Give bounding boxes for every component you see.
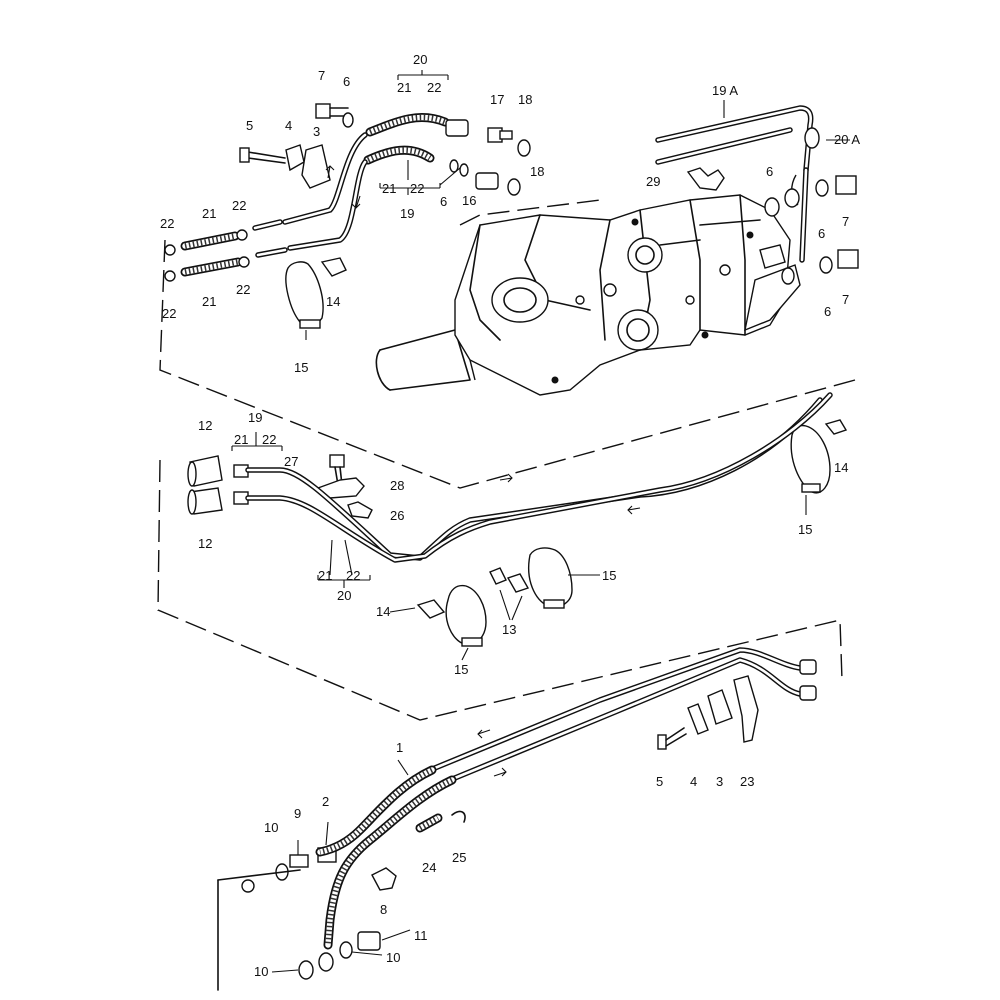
callout-6-top: 6 — [343, 74, 350, 89]
callout-21-left-a: 21 — [202, 206, 216, 221]
pipes-top-left — [164, 112, 469, 282]
callout-6-right-b: 6 — [818, 226, 825, 241]
callout-21-mid: 21 — [382, 181, 396, 196]
callout-20-bottom: 20 — [337, 588, 351, 603]
callout-19-lower: 19 — [248, 410, 262, 425]
oil-cooler-outline — [217, 869, 301, 991]
callout-19-mid: 19 — [400, 206, 414, 221]
callout-6-mid: 6 — [440, 194, 447, 209]
leader-lines — [231, 70, 850, 973]
callout-4-top: 4 — [285, 118, 292, 133]
callout-22-lower: 22 — [262, 432, 276, 447]
callout-22-left-c: 22 — [236, 282, 250, 297]
callout-27: 27 — [284, 454, 298, 469]
callout-7-right-a: 7 — [842, 214, 849, 229]
callout-18-top: 18 — [518, 92, 532, 107]
callout-22-mid: 22 — [410, 181, 424, 196]
callout-28: 28 — [390, 478, 404, 493]
callout-3-bottom: 3 — [716, 774, 723, 789]
callout-7-right-b: 7 — [842, 292, 849, 307]
callout-21-bottom: 21 — [318, 568, 332, 583]
callout-14-center: 14 — [376, 604, 390, 619]
callout-24: 24 — [422, 860, 436, 875]
callout-22-top: 22 — [427, 80, 441, 95]
callout-6-right-a: 6 — [766, 164, 773, 179]
callout-1: 1 — [396, 740, 403, 755]
routing-dashed-lines — [157, 199, 856, 721]
callout-20a: 20 A — [834, 132, 860, 147]
callout-22-left-a: 22 — [160, 216, 174, 231]
long-pipes — [245, 392, 833, 950]
callout-15-top: 15 — [294, 360, 308, 375]
callout-16: 16 — [462, 193, 476, 208]
callout-15-center: 15 — [602, 568, 616, 583]
callout-18-mid: 18 — [530, 164, 544, 179]
callout-12-bottom: 12 — [198, 536, 212, 551]
callout-29: 29 — [646, 174, 660, 189]
callout-10-mid: 10 — [386, 950, 400, 965]
callout-3-top: 3 — [313, 124, 320, 139]
callout-19a: 19 A — [712, 83, 738, 98]
callout-22-left-d: 22 — [162, 306, 176, 321]
callout-22-bottom: 22 — [346, 568, 360, 583]
callout-26: 26 — [390, 508, 404, 523]
callout-15-right: 15 — [798, 522, 812, 537]
callout-2: 2 — [322, 794, 329, 809]
callout-25: 25 — [452, 850, 466, 865]
callout-12-top: 12 — [198, 418, 212, 433]
callout-5-top: 5 — [246, 118, 253, 133]
callout-20-top: 20 — [413, 52, 427, 67]
callout-7-top: 7 — [318, 68, 325, 83]
callout-22-left-b: 22 — [232, 198, 246, 213]
transaxle-housing — [375, 194, 801, 396]
callout-21-top: 21 — [397, 80, 411, 95]
flow-arrows — [325, 165, 641, 777]
callout-13: 13 — [502, 622, 516, 637]
callout-5-bottom: 5 — [656, 774, 663, 789]
callout-17: 17 — [490, 92, 504, 107]
callout-8: 8 — [380, 902, 387, 917]
callout-15-lower: 15 — [454, 662, 468, 677]
small-parts — [187, 103, 859, 980]
callout-21-lower: 21 — [234, 432, 248, 447]
callout-14-right: 14 — [834, 460, 848, 475]
callout-labels: 20 21 22 7 6 5 4 3 17 18 18 16 6 21 22 1… — [160, 52, 860, 979]
callout-6-right-c: 6 — [824, 304, 831, 319]
callout-4-bottom: 4 — [690, 774, 697, 789]
callout-9: 9 — [294, 806, 301, 821]
callout-21-left-b: 21 — [202, 294, 216, 309]
callout-23: 23 — [740, 774, 754, 789]
callout-10-left: 10 — [264, 820, 278, 835]
callout-10-bottom: 10 — [254, 964, 268, 979]
callout-14-top: 14 — [326, 294, 340, 309]
callout-11: 11 — [414, 928, 428, 943]
